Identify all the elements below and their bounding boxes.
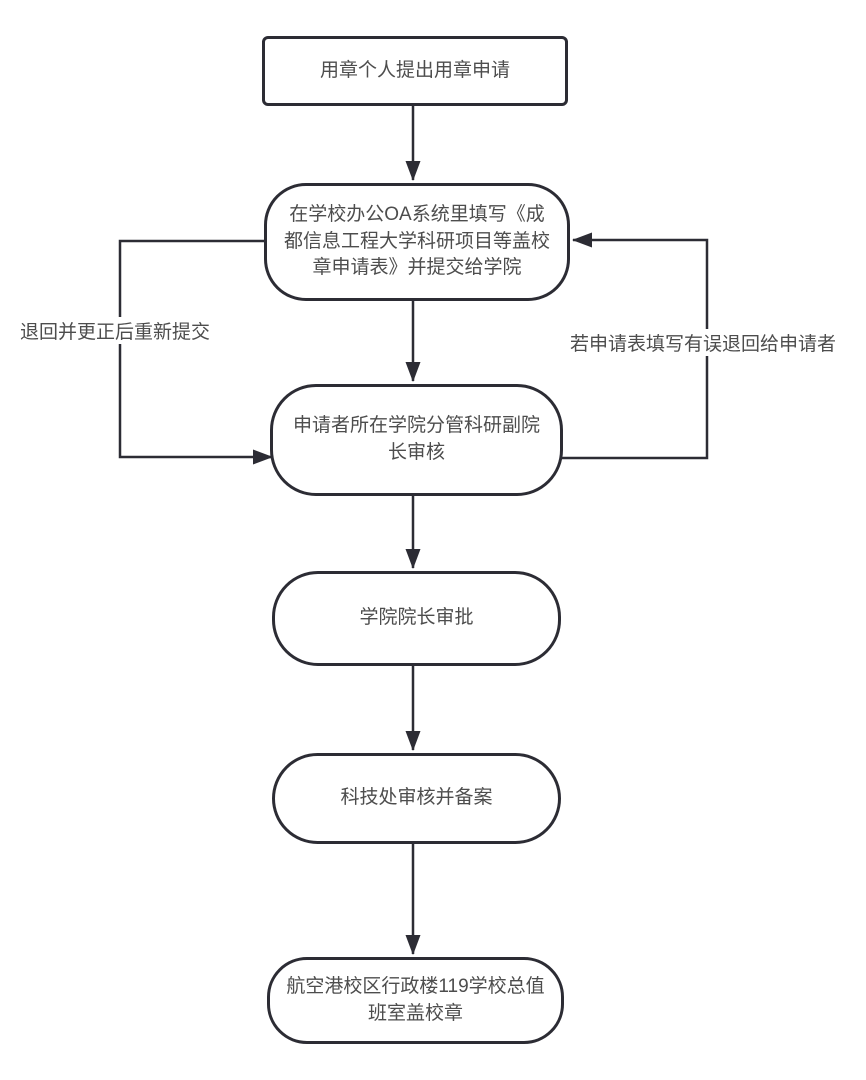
node-scitech-review: 科技处审核并备案 (272, 753, 561, 844)
node-stamp-seal: 航空港校区行政楼119学校总值 班室盖校章 (267, 957, 564, 1044)
arrow-left-loop-resubmit (118, 239, 274, 465)
node-vice-dean-review: 申请者所在学院分管科研副院 长审核 (270, 384, 563, 496)
node-dean-approve: 学院院长审批 (272, 571, 561, 666)
node-start: 用章个人提出用章申请 (262, 36, 568, 106)
edge-label-resubmit: 退回并更正后重新提交 (18, 317, 213, 344)
edge-label-return-if-error: 若申请表填写有误退回给申请者 (568, 329, 839, 356)
node-fill-oa-form: 在学校办公OA系统里填写《成 都信息工程大学科研项目等盖校 章申请表》并提交给学… (264, 183, 570, 301)
